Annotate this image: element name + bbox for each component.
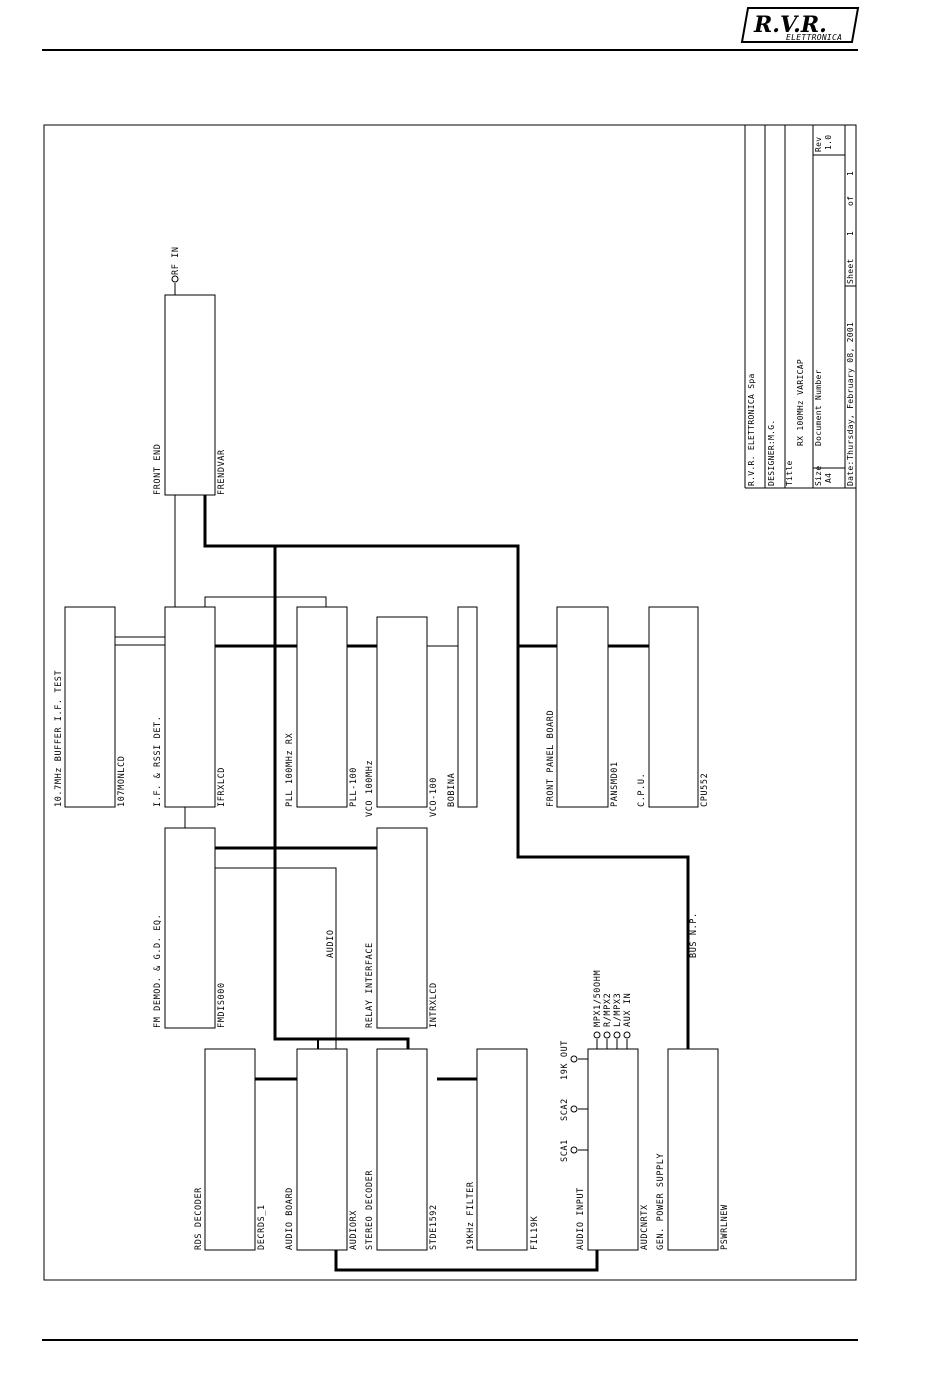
code-front-end: FRENDVAR xyxy=(217,449,227,495)
tb-size-label: Size xyxy=(814,466,823,486)
tb-sheet-label: Sheet xyxy=(846,258,855,284)
block-audio-input xyxy=(587,1048,639,1251)
tb-of-label: of xyxy=(846,196,855,206)
block-pll xyxy=(296,606,348,808)
port-sca1 xyxy=(570,1146,578,1154)
block-cpu xyxy=(648,606,699,808)
tb-title-label: Title xyxy=(785,460,794,486)
label-port-sca1: SCA1 xyxy=(560,1139,570,1162)
label-relay-if: RELAY INTERFACE xyxy=(365,942,375,1028)
block-audio-board xyxy=(296,1048,348,1251)
tb-date-value: Thursday, February 08, 2001 xyxy=(846,322,855,460)
code-19k-filter: FIL19K xyxy=(530,1215,540,1250)
label-port-lmpx3: L/MPX3 xyxy=(613,993,623,1027)
block-if-rssi xyxy=(164,606,216,808)
label-vco: VCO 100MHz xyxy=(365,760,375,817)
code-stereo-dec: STDE1592 xyxy=(429,1204,439,1250)
wires xyxy=(115,275,690,1272)
label-audio-input: AUDIO INPUT xyxy=(576,1187,586,1250)
code-audio-board: AUDIORX xyxy=(349,1210,359,1250)
block-vco xyxy=(376,616,428,808)
label-buffer-if: 10.7MHz BUFFER I.F. TEST xyxy=(54,670,64,807)
port-mpx1 xyxy=(593,1031,601,1039)
label-port-sca2: SCA2 xyxy=(560,1098,570,1121)
label-port-rmpx2: R/MPX2 xyxy=(603,993,613,1027)
label-pll: PLL 100MHz RX xyxy=(285,732,295,807)
blocks xyxy=(64,294,719,1251)
port-lmpx3 xyxy=(613,1031,621,1039)
block-bobina xyxy=(457,606,478,808)
title-block: R.V.R. ELETTRONICA Spa DESIGNER:M.G. Tit… xyxy=(744,125,856,489)
block-buffer-if xyxy=(64,606,116,808)
tb-date-label: Date: xyxy=(846,460,855,486)
label-rds: RDS DECODER xyxy=(194,1187,204,1250)
drawing-frame xyxy=(43,124,857,1281)
tb-rev-label: Rev xyxy=(814,137,823,152)
label-port-aux: AUX IN xyxy=(623,993,633,1027)
code-if-rssi: IFRXLCD xyxy=(217,767,227,807)
audio-ports xyxy=(570,1031,631,1154)
label-fm-demod: FM DEMOD. & G.D. EQ. xyxy=(153,914,163,1028)
tb-designer: DESIGNER:M.G. xyxy=(767,419,776,486)
tb-size-value: A4 xyxy=(824,473,833,483)
company-logo: R.V.R. ELETTRONICA xyxy=(740,7,860,43)
label-rf-in: RF IN xyxy=(171,246,181,275)
block-fm-demod xyxy=(164,827,216,1029)
label-audio-board: AUDIO BOARD xyxy=(285,1187,295,1250)
code-power-supply: PSWRLNEW xyxy=(720,1204,730,1250)
code-front-panel: PANSMD01 xyxy=(610,761,620,807)
tb-rev-value: 1.0 xyxy=(824,135,833,150)
code-vco: VCO-100 xyxy=(429,777,439,817)
label-19k-filter: 19KHz FILTER xyxy=(466,1181,476,1250)
tb-sheet-value: 1 xyxy=(846,231,855,236)
label-if-rssi: I.F. & RSSI DET. xyxy=(153,716,163,807)
label-port-19k: 19K OUT xyxy=(560,1040,570,1080)
tb-of-value: 1 xyxy=(846,171,855,176)
net-audio-label: AUDIO xyxy=(326,929,336,958)
block-front-end xyxy=(164,294,216,496)
rf-in-port xyxy=(171,275,179,283)
code-relay-if: INTRXLCD xyxy=(429,982,439,1028)
tb-company: R.V.R. ELETTRONICA Spa xyxy=(747,373,756,486)
label-cpu: C.P.U. xyxy=(637,773,647,807)
net-bus-label: BUS N.P. xyxy=(689,912,699,958)
label-port-mpx1: MPX1/50OHM xyxy=(593,970,603,1027)
port-19k-out xyxy=(570,1055,578,1063)
tb-title-value: RX 100MHz VARICAP xyxy=(796,359,805,446)
port-aux-in xyxy=(623,1031,631,1039)
logo-main: R.V.R. xyxy=(753,12,827,38)
block-front-panel xyxy=(556,606,609,808)
code-buffer-if: 107MONLCD xyxy=(117,756,127,807)
tb-docnum-label: Document Number xyxy=(814,369,823,446)
block-relay-if xyxy=(376,827,428,1029)
code-bobina: BOBINA xyxy=(447,773,457,807)
code-pll: PLL-100 xyxy=(349,767,359,807)
port-sca2 xyxy=(570,1105,578,1113)
block-rds xyxy=(204,1048,256,1251)
port-rmpx2 xyxy=(603,1031,611,1039)
labels: RF IN FRONT END FRENDVAR 10.7MHz BUFFER … xyxy=(54,246,730,1250)
code-fm-demod: FMDIS000 xyxy=(217,982,227,1028)
block-19k-filter xyxy=(476,1048,528,1251)
block-power-supply xyxy=(667,1048,719,1251)
label-power-supply: GEN. POWER SUPPLY xyxy=(656,1153,666,1250)
code-rds: DECRDS_1 xyxy=(257,1204,267,1250)
label-front-end: FRONT END xyxy=(153,444,163,495)
label-front-panel: FRONT PANEL BOARD xyxy=(546,710,556,807)
code-cpu: CPU552 xyxy=(700,773,710,807)
code-audio-input: AUDCNRTX xyxy=(640,1204,650,1250)
block-stereo-dec xyxy=(376,1048,428,1251)
label-stereo-dec: STEREO DECODER xyxy=(365,1170,375,1250)
logo-sub: ELETTRONICA xyxy=(786,33,842,42)
